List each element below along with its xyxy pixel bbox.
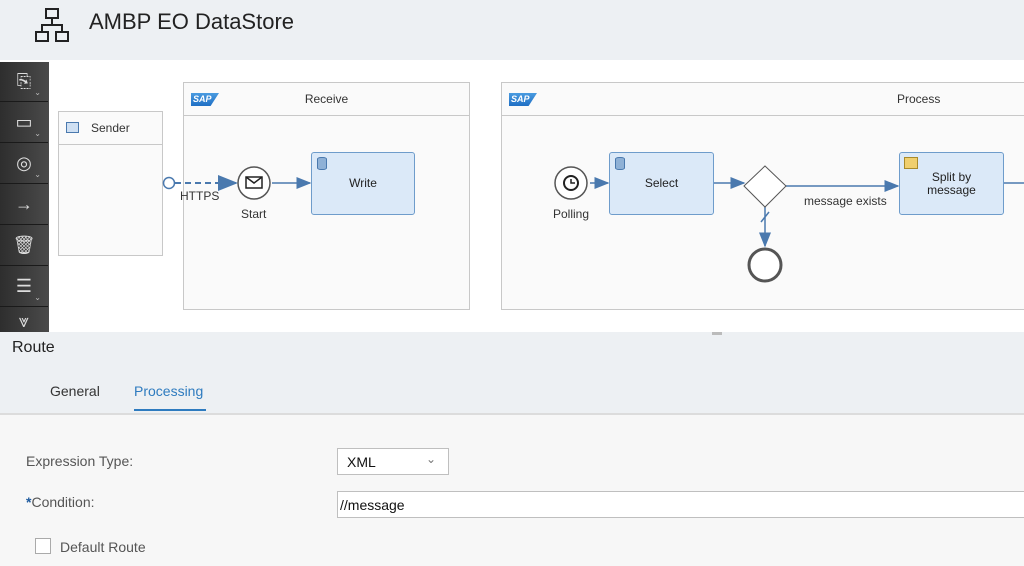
menu-icon: ☰ (15, 276, 33, 296)
splitter-icon (904, 157, 918, 169)
arrow-right-icon: → (15, 194, 33, 214)
chevron-down-icon: ⌄ (425, 452, 436, 466)
condition-input[interactable]: //message (337, 491, 1024, 518)
connection-label: HTTPS (180, 189, 220, 203)
start-label: Start (241, 207, 267, 221)
required-marker: * (26, 494, 32, 510)
polling-label: Polling (553, 207, 590, 221)
router-gateway (743, 165, 787, 208)
datastore-icon (615, 157, 625, 170)
receive-pool-title: Receive (304, 92, 349, 106)
select-task[interactable]: Select (609, 152, 714, 215)
trash-icon: 🗑 (12, 235, 36, 255)
toolbar-delete-button[interactable]: 🗑 (0, 226, 48, 266)
end-event (747, 247, 783, 283)
write-task-label: Write (349, 176, 377, 190)
panel-title: Route (12, 339, 55, 356)
split-task-label: Split by message (927, 169, 976, 197)
toolbar-add-button[interactable]: ⎘⌄ (0, 62, 48, 102)
header: AMBP EO DataStore (0, 0, 1024, 60)
split-task[interactable]: Split by message (899, 152, 1004, 215)
expression-type-label: Expression Type: (26, 453, 134, 469)
sender-label: Sender (91, 121, 130, 135)
tab-general[interactable]: General (50, 383, 100, 399)
datastore-icon (317, 157, 327, 170)
expression-type-select[interactable]: XML ⌄ (337, 448, 449, 475)
tab-processing[interactable]: Processing (134, 383, 206, 411)
window-icon: ▭ (15, 112, 33, 132)
toolbar-events-button[interactable]: ◎⌄ (0, 144, 48, 184)
diagram-canvas[interactable]: Sender SAP Receive SAP Process HTTPS (0, 60, 1024, 332)
clipboard-add-icon: ⎘ (16, 71, 32, 91)
default-route-label: Default Route (60, 539, 146, 555)
palette-toolbar: ⎘⌄ ▭⌄ ◎⌄ → 🗑 ☰⌄ ⩔ (0, 62, 49, 333)
double-chevron-down-icon: ⩔ (18, 310, 30, 331)
sender-port (162, 176, 176, 190)
expression-type-value: XML (347, 453, 376, 470)
clock-icon (563, 175, 579, 191)
write-task[interactable]: Write (311, 152, 415, 215)
participant-icon (66, 122, 79, 133)
properties-header: Route (0, 332, 1024, 415)
condition-label: Condition: (31, 494, 95, 510)
condition-value: //message (340, 496, 405, 513)
toolbar-collapse-button[interactable]: ⩔ (0, 309, 48, 333)
toolbar-more-button[interactable]: ☰⌄ (0, 267, 48, 307)
sender-participant[interactable]: Sender (58, 111, 163, 256)
resize-handle[interactable] (712, 332, 722, 335)
diagram-connectors (162, 165, 1024, 283)
sap-logo: SAP (191, 93, 219, 106)
route-label[interactable]: message exists (804, 194, 887, 208)
envelope-icon (245, 176, 263, 189)
network-hierarchy-icon (35, 8, 69, 42)
app-title: AMBP EO DataStore (89, 9, 295, 34)
toolbar-connect-button[interactable]: → (0, 185, 48, 225)
process-pool-title: Process (897, 92, 941, 106)
target-icon: ◎ (16, 153, 32, 173)
select-task-label: Select (644, 176, 679, 190)
sap-logo: SAP (509, 93, 537, 106)
toolbar-participants-button[interactable]: ▭⌄ (0, 103, 48, 143)
default-route-checkbox[interactable] (35, 538, 51, 554)
